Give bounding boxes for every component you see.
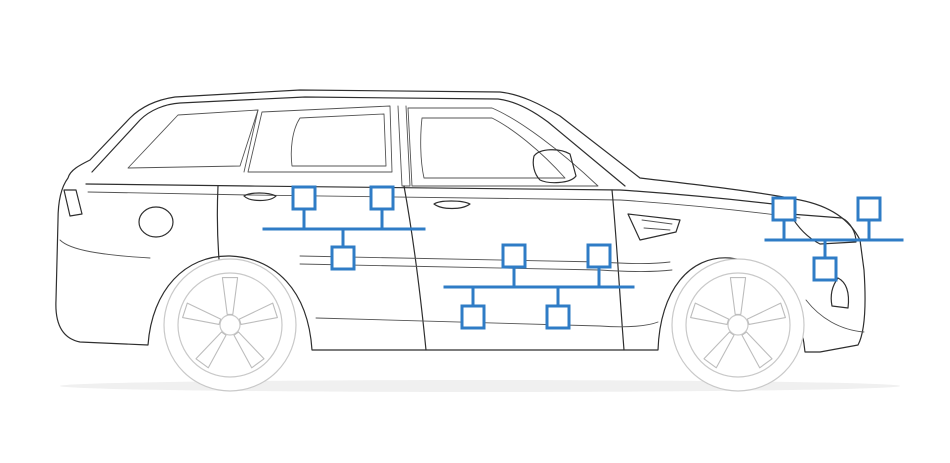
network-bus-1 xyxy=(262,185,426,271)
ecu-node xyxy=(330,245,356,271)
front-hub xyxy=(727,314,749,336)
side-mirror xyxy=(532,149,577,184)
rear-hub xyxy=(219,314,241,336)
rear-door-handle xyxy=(243,192,277,202)
ecu-node xyxy=(545,304,571,330)
fender-vent-slat xyxy=(641,219,673,225)
rear-wheel xyxy=(163,258,297,392)
front-intake xyxy=(830,277,850,309)
ecu-node xyxy=(812,256,838,282)
sill-line xyxy=(315,317,659,328)
wheel-spoke xyxy=(729,277,747,315)
wheel-spoke xyxy=(233,331,265,369)
wheel-spoke xyxy=(703,331,735,369)
ecu-node xyxy=(501,243,527,269)
headlight xyxy=(789,213,857,245)
rear-spokes xyxy=(182,277,278,369)
b-pillar xyxy=(397,105,411,187)
ecu-node xyxy=(771,196,797,222)
rear-door-window xyxy=(247,105,393,173)
wheel-spoke xyxy=(195,331,227,369)
ground-shadow xyxy=(60,380,900,392)
belt-line xyxy=(85,183,791,207)
front-door-seam xyxy=(611,189,625,351)
front-spokes xyxy=(690,277,786,369)
center-door-seam xyxy=(403,185,427,351)
ecu-node xyxy=(291,185,317,211)
ecu-node xyxy=(586,243,612,269)
side-moulding-lower xyxy=(299,263,673,272)
wheel-spoke xyxy=(221,277,239,315)
front-door-handle xyxy=(433,200,471,210)
wheel-spoke xyxy=(746,302,786,325)
ecu-node xyxy=(856,196,882,222)
network-bus-2 xyxy=(443,243,635,330)
ecu-node xyxy=(460,304,486,330)
wheel-spoke xyxy=(690,302,730,325)
wheel-spoke xyxy=(182,302,222,325)
rear-bumper xyxy=(59,239,151,259)
wheel-spoke xyxy=(238,302,278,325)
front-door-window-inner xyxy=(420,117,566,179)
front-door-window xyxy=(407,107,599,187)
fender-vent-slat xyxy=(643,227,671,231)
greenhouse-outline xyxy=(91,96,626,187)
c-pillar xyxy=(243,109,259,173)
fender-vent xyxy=(627,213,681,241)
fuel-cap xyxy=(138,206,174,238)
ecu-node xyxy=(369,185,395,211)
wheel-spoke xyxy=(741,331,773,369)
rear-quarter-window xyxy=(127,109,259,169)
tail-light xyxy=(63,189,83,217)
rear-door-window-inner xyxy=(290,113,387,167)
front-splitter xyxy=(805,299,865,333)
network-bus-3 xyxy=(764,196,904,282)
front-wheel xyxy=(671,258,805,392)
